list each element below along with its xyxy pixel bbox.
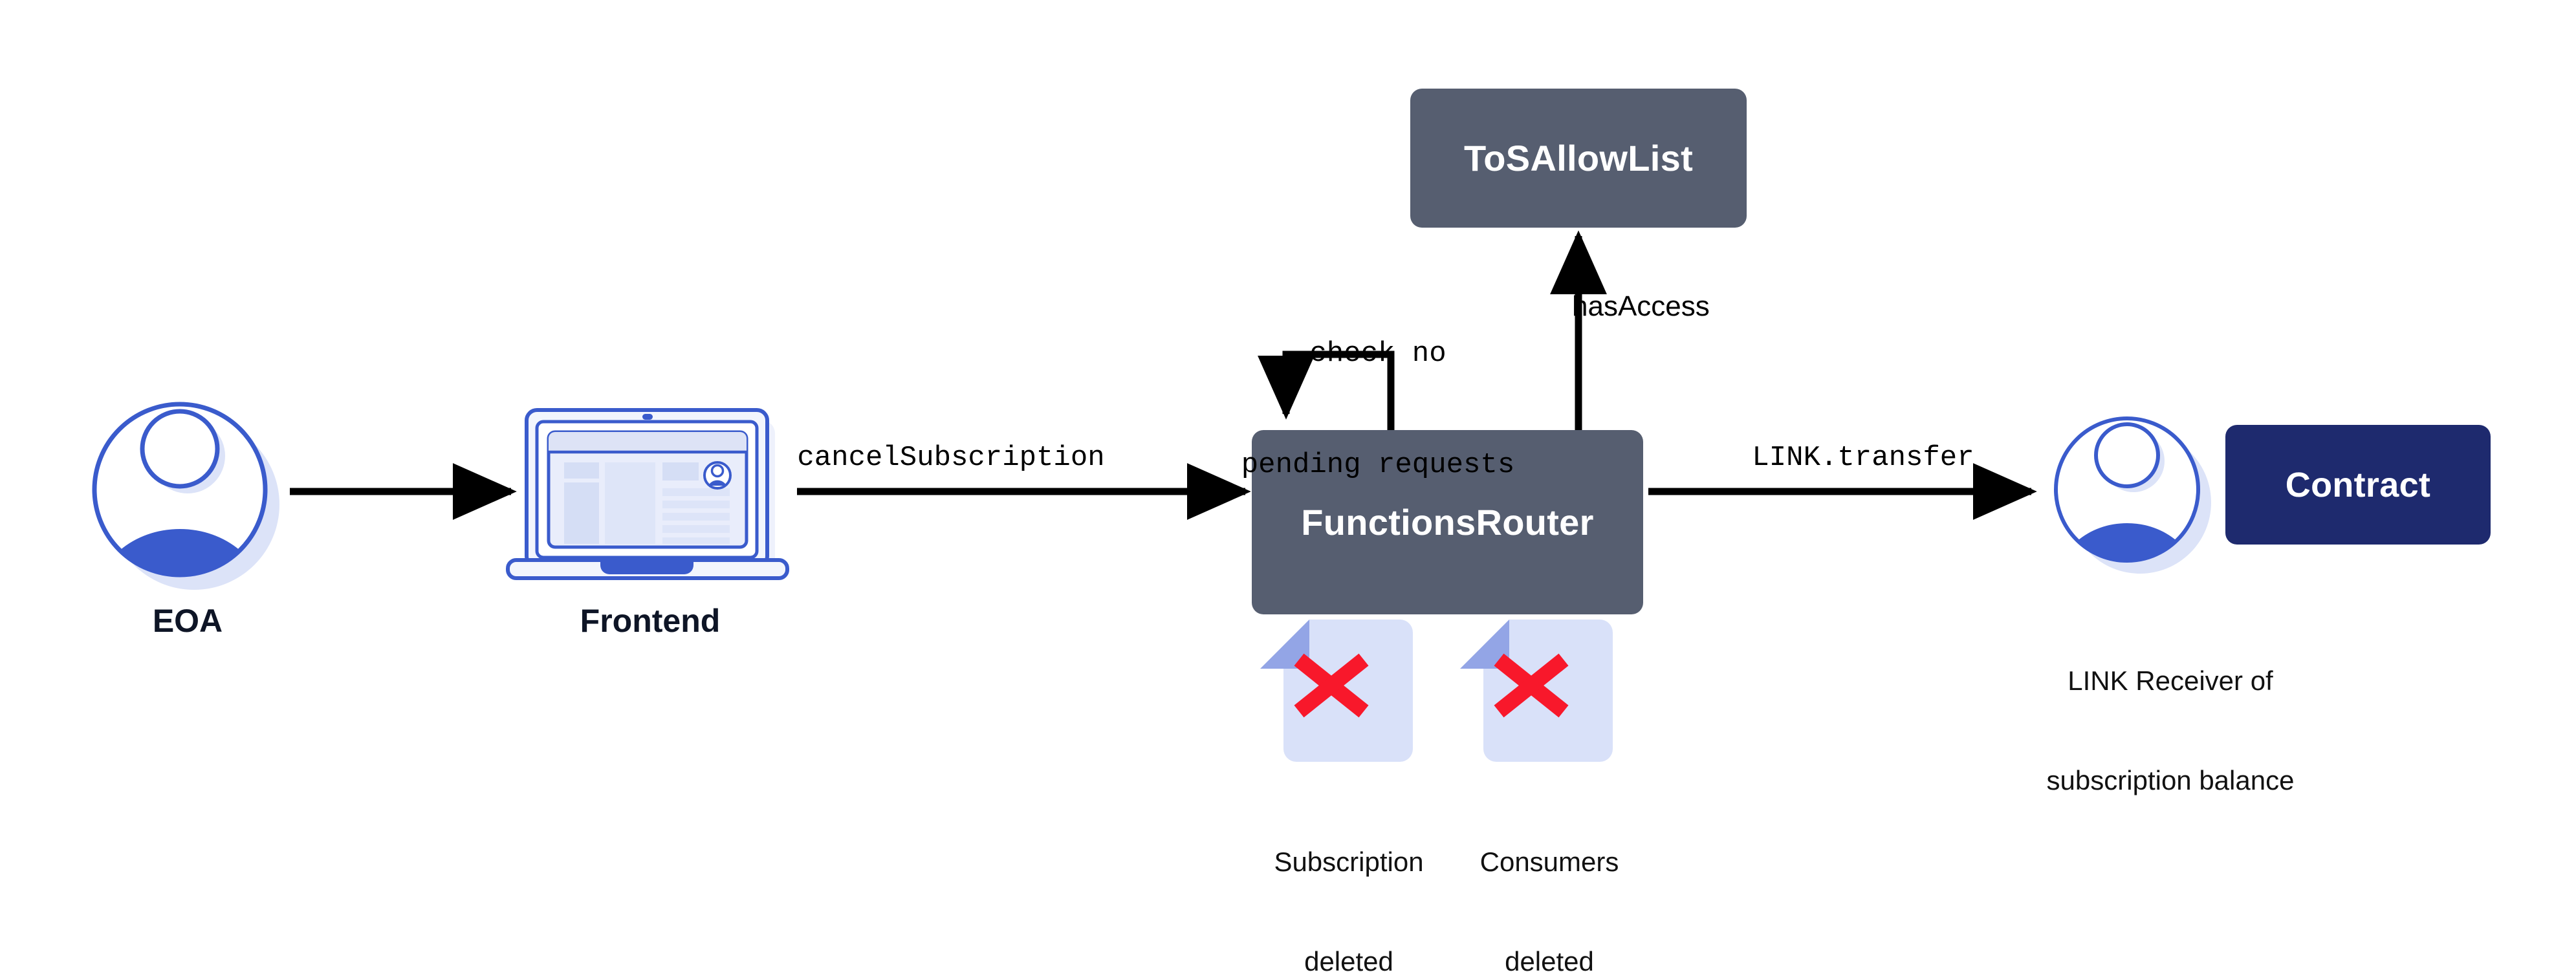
user-avatar-icon bbox=[92, 402, 279, 590]
link-receiver-caption-line2: subscription balance bbox=[2046, 765, 2295, 796]
document-x-icon bbox=[1260, 620, 1413, 762]
edge-label-check-pending-line2: pending requests bbox=[1241, 448, 1515, 481]
frontend-label: Frontend bbox=[580, 603, 721, 639]
node-functions-router[interactable]: FunctionsRouter bbox=[1252, 430, 1643, 614]
document-x-icon bbox=[1460, 620, 1613, 762]
node-contract[interactable]: Contract bbox=[2225, 425, 2491, 545]
subscription-deleted-caption: Subscription deleted bbox=[1252, 779, 1446, 972]
tos-allowlist-label: ToSAllowList bbox=[1463, 138, 1694, 178]
edge-label-check-pending-requests: check no pending requests bbox=[1171, 262, 1585, 558]
laptop-icon bbox=[506, 408, 789, 580]
consumers-deleted-caption-line2: deleted bbox=[1505, 946, 1594, 972]
edge-label-check-pending-line1: check no bbox=[1309, 338, 1446, 371]
user-avatar-icon bbox=[2054, 416, 2211, 574]
functions-router-label: FunctionsRouter bbox=[1301, 502, 1594, 543]
subscription-deleted-caption-line1: Subscription bbox=[1274, 847, 1424, 878]
eoa-label: EOA bbox=[152, 603, 223, 639]
consumers-deleted-caption: Consumers deleted bbox=[1452, 779, 1646, 972]
contract-label: Contract bbox=[2285, 465, 2431, 504]
consumers-deleted-caption-line1: Consumers bbox=[1479, 847, 1619, 878]
edge-label-has-access: hasAccess bbox=[1572, 290, 1710, 322]
edge-label-cancel-subscription: cancelSubscription bbox=[797, 442, 1105, 474]
link-receiver-caption-line1: LINK Receiver of bbox=[2068, 665, 2273, 697]
node-tos-allowlist[interactable]: ToSAllowList bbox=[1410, 89, 1747, 228]
link-receiver-caption: LINK Receiver of subscription balance bbox=[1960, 598, 2381, 863]
subscription-deleted-caption-line2: deleted bbox=[1304, 946, 1393, 972]
edge-label-link-transfer: LINK.transfer bbox=[1752, 442, 1974, 474]
